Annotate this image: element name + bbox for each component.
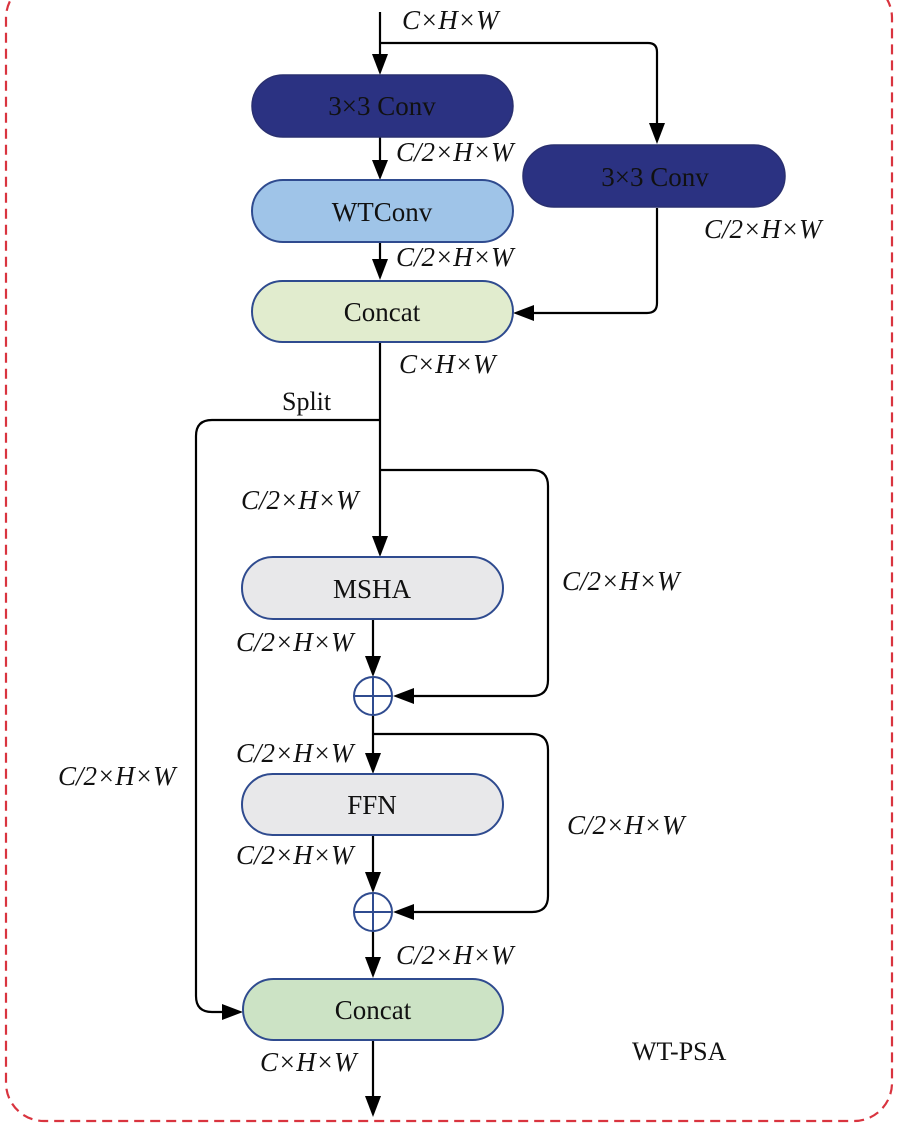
arrowhead [365,753,381,774]
arrowhead [372,536,388,557]
label-ffn-in: C/2×H×W [236,738,356,768]
wtconv-label: WTConv [332,197,433,227]
module-border [4,0,894,1123]
label-after-concat-top: C×H×W [399,349,498,379]
ffn-label: FFN [347,790,397,820]
module-title: WT-PSA [632,1037,727,1066]
label-after-conv-left: C/2×H×W [396,137,516,167]
wire-split-bypass [194,418,380,1014]
conv-right-node: 3×3 Conv [522,144,786,208]
label-input: C×H×W [402,5,501,35]
concat-top-label: Concat [344,297,421,327]
label-output: C×H×W [260,1047,359,1077]
label-after-wtconv: C/2×H×W [396,242,516,272]
arrowhead [393,904,414,920]
concat-bottom-node: Concat [242,978,504,1041]
arrowhead [222,1004,243,1020]
wire-conv-right-concat [532,208,659,315]
msha-label: MSHA [333,574,412,604]
arrowhead [372,259,388,280]
conv-left-label: 3×3 Conv [328,91,436,121]
arrowhead [372,160,388,180]
arrowhead [649,123,665,144]
arrowhead [365,957,381,978]
conv-left-node: 3×3 Conv [251,74,514,138]
wtconv-node: WTConv [251,179,514,243]
ffn-node: FFN [241,773,504,836]
arrowhead [372,54,388,75]
label-ffn-residual: C/2×H×W [567,810,687,840]
arrowhead [365,656,381,677]
wire-branch-right [380,41,659,124]
arrowhead [365,1096,381,1117]
conv-right-label: 3×3 Conv [601,162,709,192]
wire-ffn-residual [373,732,550,914]
label-msha-out: C/2×H×W [236,627,356,657]
wire-msha-residual [380,468,550,698]
label-msha-residual: C/2×H×W [562,566,682,596]
concat-top-node: Concat [251,280,514,343]
label-add2-out: C/2×H×W [396,940,516,970]
arrowhead [513,305,534,321]
arrowhead [393,688,414,704]
add1-node [353,676,393,716]
label-ffn-out: C/2×H×W [236,840,356,870]
arrowhead [365,872,381,893]
label-split: Split [282,387,332,416]
label-split-bypass: C/2×H×W [58,761,178,791]
concat-bottom-label: Concat [335,995,412,1025]
add2-node [353,892,393,932]
msha-node: MSHA [241,556,504,620]
label-after-conv-right: C/2×H×W [704,214,824,244]
label-msha-in: C/2×H×W [241,485,361,515]
